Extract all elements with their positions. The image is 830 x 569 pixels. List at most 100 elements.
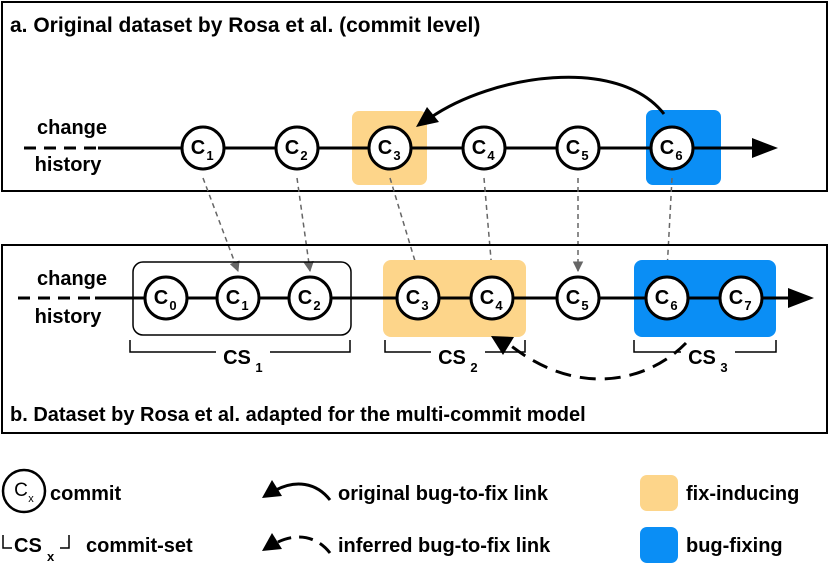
commit-circle — [555, 125, 601, 171]
original-bug-to-fix-link — [416, 75, 666, 127]
commit-subscript: 5 — [581, 148, 588, 163]
commit-legend-label: commit — [50, 483, 121, 505]
commit-circle — [649, 125, 695, 171]
commit-subscript: 3 — [421, 298, 428, 313]
solid-arrowhead-icon — [262, 480, 282, 498]
commit-subscript: 4 — [495, 298, 503, 313]
commit-circle — [367, 125, 413, 171]
commit-set-bracket: CS 1 — [129, 340, 351, 375]
commit-circle — [287, 275, 333, 321]
commit-subscript: 2 — [300, 148, 307, 163]
commit-letter: C — [191, 137, 205, 159]
commit-letter: C — [285, 137, 299, 159]
fix-inducing-swatch — [640, 475, 678, 511]
panel-b-frame — [1, 244, 828, 434]
commit-set-subscript: 1 — [255, 360, 262, 375]
legend-inferred-link: inferred bug-to-fix link — [262, 533, 551, 557]
commit-subscript: 6 — [675, 148, 682, 163]
fix-inducing-legend-label: fix-inducing — [686, 483, 799, 505]
link-curve — [509, 341, 688, 381]
commit-subscript: 6 — [670, 298, 677, 313]
commit-subscript: 3 — [393, 148, 400, 163]
commit-circle — [395, 275, 441, 321]
timeline-arrowhead — [752, 138, 778, 158]
commit-circle — [180, 125, 226, 171]
legend-commit: C x commit — [1, 468, 121, 514]
dashed-curved-arrow-icon — [275, 535, 332, 554]
commit-subscript: 4 — [487, 148, 495, 163]
commit-set-name: CS — [223, 347, 251, 369]
commit-symbol — [1, 468, 47, 514]
commit-subscript: 0 — [169, 298, 176, 313]
commit-letter: C — [566, 137, 580, 159]
commit-mapping — [202, 177, 673, 273]
bracket-label-background — [431, 343, 485, 367]
commit-subscript: 1 — [206, 148, 213, 163]
commit-letter: C — [660, 137, 674, 159]
commit-subscript: 1 — [241, 298, 248, 313]
history-label-top: change — [37, 268, 107, 290]
mapping-arrow — [483, 177, 497, 273]
commit-set-symbol-name: CS — [14, 535, 42, 557]
commit-symbol-letter: C — [14, 480, 28, 501]
commit-circle — [718, 275, 764, 321]
history-label-top: change — [37, 117, 107, 139]
panel-a-title: a. Original dataset by Rosa et al. (comm… — [10, 14, 480, 37]
commit-letter: C — [472, 137, 486, 159]
commit-set-bracket: CS 3 — [633, 340, 777, 375]
commit-letter: C — [566, 287, 580, 309]
commit-circle — [644, 275, 690, 321]
commit-circle — [555, 275, 601, 321]
commit-subscript: 5 — [581, 298, 588, 313]
panel-a: a. Original dataset by Rosa et al. (comm… — [1, 1, 828, 192]
panel-a-frame — [1, 1, 828, 192]
legend-original-link: original bug-to-fix link — [262, 480, 549, 505]
commit-set-name: CS — [688, 347, 716, 369]
commit-symbol-sub: x — [28, 493, 34, 505]
panel-b-title: b. Dataset by Rosa et al. adapted for th… — [10, 404, 586, 426]
commit-letter: C — [729, 287, 743, 309]
bug-fixing-swatch — [640, 527, 678, 563]
inferred-bug-to-fix-link — [491, 336, 688, 381]
legend-fix-inducing: fix-inducing — [640, 475, 799, 511]
commit-set-subscript: 3 — [720, 360, 727, 375]
dashed-arrowhead-icon — [262, 533, 282, 551]
link-curve — [429, 75, 666, 120]
history-label-bottom: history — [35, 306, 103, 328]
panel-b: b. Dataset by Rosa et al. adapted for th… — [1, 244, 828, 434]
commit-letter: C — [226, 287, 240, 309]
commit-subscript: 7 — [744, 298, 751, 313]
commit-letter: C — [655, 287, 669, 309]
legend: C x commit CS x commit-set original bug-… — [1, 468, 799, 564]
commit-set-subscript: 2 — [470, 360, 477, 375]
commit-circle — [274, 125, 320, 171]
commit-set-legend-label: commit-set — [86, 535, 193, 557]
timeline-arrowhead — [788, 288, 814, 308]
commit-letter: C — [378, 137, 392, 159]
mapping-arrow — [202, 177, 240, 272]
commit-subscript: 2 — [313, 298, 320, 313]
commit-circle — [469, 275, 515, 321]
mapping-arrow — [662, 177, 673, 273]
commit-letter: C — [154, 287, 168, 309]
commit-set-symbol-sub: x — [47, 549, 55, 564]
bracket-label-background — [681, 343, 735, 367]
solid-curved-arrow-icon — [275, 482, 332, 501]
legend-commit-set: CS x commit-set — [2, 535, 193, 564]
link-arrowhead — [491, 336, 514, 355]
